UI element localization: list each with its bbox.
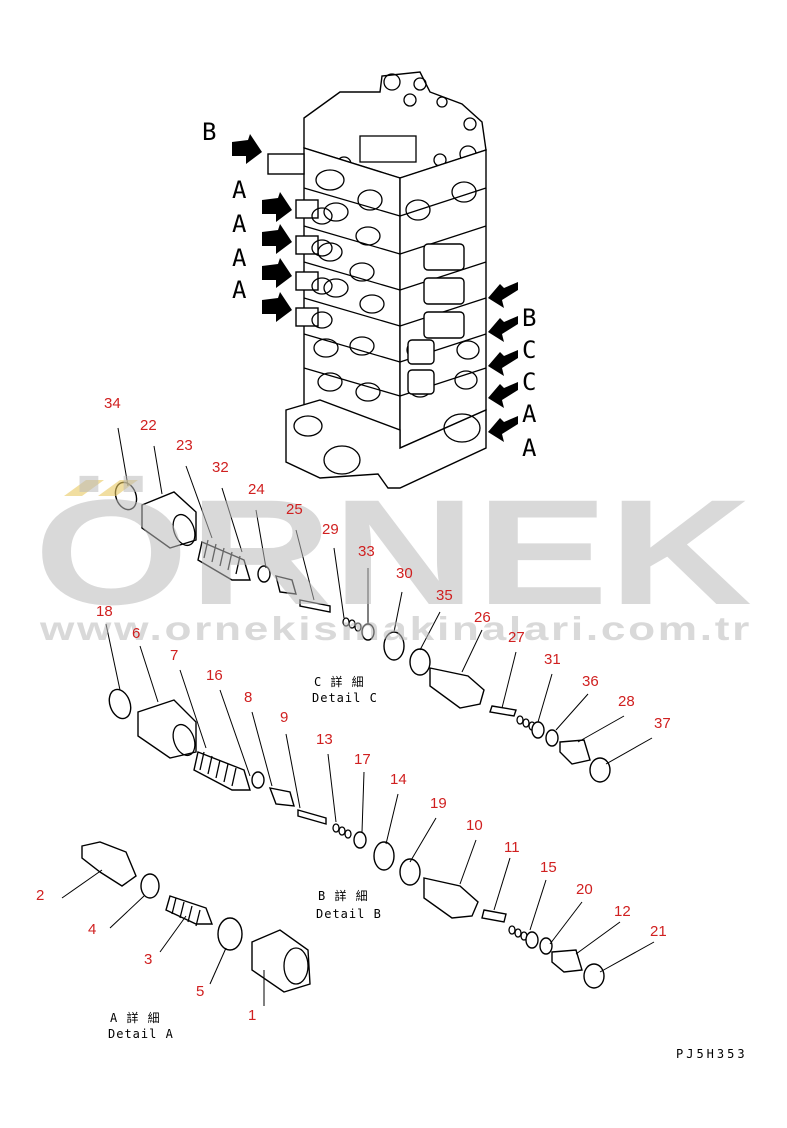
side-label-right-1: B xyxy=(522,304,536,332)
part-number: 26 xyxy=(474,609,491,626)
part-number: 16 xyxy=(206,667,223,684)
side-label-right-2: C xyxy=(522,336,536,364)
side-label-left-5: A xyxy=(232,276,247,304)
part-number: 37 xyxy=(654,715,671,732)
side-label-left-2: A xyxy=(232,176,247,204)
arrow-right-b xyxy=(488,282,518,308)
part-number: 34 xyxy=(104,395,121,412)
side-label-right-5: A xyxy=(522,434,537,462)
valve-assembly xyxy=(267,71,487,489)
watermark-accent xyxy=(64,480,104,496)
part-number: 3 xyxy=(144,951,152,968)
part-number: 29 xyxy=(322,521,339,538)
leader-lines xyxy=(61,427,655,1006)
part-number: 28 xyxy=(618,693,635,710)
part-number-labels: 34 22 23 32 24 25 29 33 30 35 26 27 31 3… xyxy=(36,395,671,1024)
side-label-left-3: A xyxy=(232,210,247,238)
watermark-text: ÖRNEK xyxy=(34,468,752,636)
part-number: 23 xyxy=(176,437,193,454)
detail-b-jp: B 詳 細 xyxy=(318,888,369,903)
arrow-right-c1 xyxy=(488,316,518,342)
part-number: 20 xyxy=(576,881,593,898)
detail-captions: C 詳 細 Detail C B 詳 細 Detail B A 詳 細 Deta… xyxy=(108,674,382,1041)
part-number: 36 xyxy=(582,673,599,690)
part-number: 31 xyxy=(544,651,561,668)
part-number: 1 xyxy=(248,1007,256,1024)
part-number: 33 xyxy=(358,543,375,560)
arrow-left-a2 xyxy=(262,224,292,254)
arrow-left-b xyxy=(232,134,262,164)
arrow-right-a2 xyxy=(488,416,518,442)
side-label-left-4: A xyxy=(232,244,247,272)
arrow-right-a1 xyxy=(488,382,518,408)
part-number: 21 xyxy=(650,923,667,940)
detail-a-en: Detail A xyxy=(108,1027,174,1041)
part-number: 25 xyxy=(286,501,303,518)
part-number: 2 xyxy=(36,887,44,904)
detail-b-en: Detail B xyxy=(316,907,382,921)
part-number: 6 xyxy=(132,625,140,642)
part-number: 4 xyxy=(88,921,96,938)
flow-arrows xyxy=(232,134,518,442)
part-number: 10 xyxy=(466,817,483,834)
detail-c-en: Detail C xyxy=(312,691,378,705)
part-number: 7 xyxy=(170,647,178,664)
part-number: 12 xyxy=(614,903,631,920)
part-number: 22 xyxy=(140,417,157,434)
detail-a-jp: A 詳 細 xyxy=(110,1010,161,1025)
arrow-left-a4 xyxy=(262,292,292,322)
part-number: 17 xyxy=(354,751,371,768)
arrow-left-a3 xyxy=(262,258,292,288)
part-number: 32 xyxy=(212,459,229,476)
detail-c-jp: C 詳 細 xyxy=(314,674,365,689)
part-number: 13 xyxy=(316,731,333,748)
arrow-right-c2 xyxy=(488,350,518,376)
part-number: 11 xyxy=(504,839,520,856)
part-number: 14 xyxy=(390,771,407,788)
part-number: 9 xyxy=(280,709,288,726)
part-number: 5 xyxy=(196,983,204,1000)
part-number: 30 xyxy=(396,565,413,582)
part-number: 19 xyxy=(430,795,447,812)
detail-c-parts xyxy=(114,481,611,783)
drawing-code: PJ5H353 xyxy=(676,1047,748,1061)
watermark-url: www.ornekismakinalari.com.tr xyxy=(39,610,752,647)
part-number: 35 xyxy=(436,587,453,604)
arrow-left-a1 xyxy=(262,192,292,222)
part-number: 18 xyxy=(96,603,113,620)
part-number: 27 xyxy=(508,629,525,646)
detail-a-parts xyxy=(81,841,311,993)
part-number: 15 xyxy=(540,859,557,876)
side-label-left-1: B xyxy=(202,118,216,146)
part-number: 24 xyxy=(248,481,265,498)
side-label-right-4: A xyxy=(522,400,537,428)
side-label-right-3: C xyxy=(522,368,536,396)
detail-b-parts xyxy=(108,688,605,989)
side-labels: B A A A A B C C A A xyxy=(202,118,537,462)
part-number: 8 xyxy=(244,689,252,706)
watermark: ÖRNEK www.ornekismakinalari.com.tr xyxy=(34,468,752,647)
